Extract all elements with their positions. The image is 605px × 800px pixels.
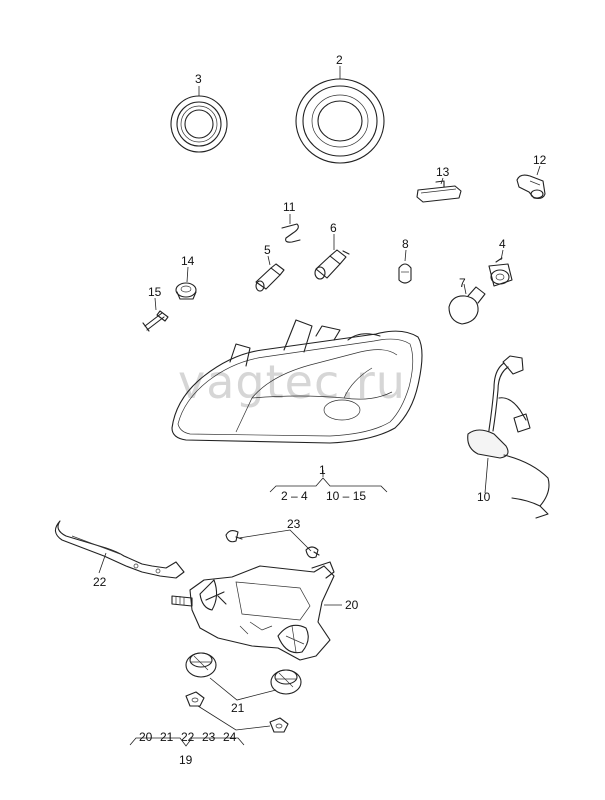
label-6[interactable]: 6 [330,221,337,235]
part-4-socket[interactable] [488,257,513,287]
part-21-bulb-holders[interactable] [185,652,302,695]
group-1-range-b: 10 – 15 [326,489,366,503]
label-21[interactable]: 21 [231,701,245,715]
label-12[interactable]: 12 [533,153,547,167]
group-19-item-20: 20 [139,730,153,744]
label-2[interactable]: 2 [336,53,343,67]
label-4[interactable]: 4 [499,237,506,251]
part-12-bulb-holder[interactable] [516,174,546,200]
part-13-side-marker[interactable] [416,180,462,203]
label-15[interactable]: 15 [148,285,162,299]
label-14[interactable]: 14 [181,254,195,268]
label-20[interactable]: 20 [345,598,359,612]
group-19-item-21: 21 [160,730,174,744]
part-20-lamp-housing[interactable] [171,561,335,661]
group-1-range-a: 2 – 4 [281,489,308,503]
part-7-indicator-bulb[interactable] [448,286,486,325]
label-19[interactable]: 19 [179,753,193,767]
label-1[interactable]: 1 [319,463,326,477]
label-7[interactable]: 7 [459,276,466,290]
part-1-headlight-assembly[interactable] [171,319,423,444]
part-2-cover-cap-large[interactable] [295,78,385,164]
part-15-adjusting-screw[interactable] [142,310,169,332]
part-10-wiring-harness[interactable] [467,355,550,519]
label-13[interactable]: 13 [436,165,450,179]
watermark: vagtec.ru [178,355,406,409]
group-19-item-24: 24 [223,730,237,744]
label-11[interactable]: 11 [283,200,296,214]
label-3[interactable]: 3 [195,72,202,86]
part-6-halogen-bulb[interactable] [314,249,350,280]
part-3-cover-cap[interactable] [170,95,228,153]
part-24-nuts[interactable] [185,691,289,733]
group-19-item-22: 22 [181,730,195,744]
label-22[interactable]: 22 [93,575,107,589]
group-19-item-23: 23 [202,730,216,744]
label-8[interactable]: 8 [402,237,409,251]
label-10[interactable]: 10 [477,490,491,504]
part-5-bulb-socket[interactable] [255,263,285,292]
part-11-spring-clip[interactable] [281,223,301,243]
part-23-screws[interactable] [225,529,320,559]
part-14-grommet[interactable] [175,282,197,300]
part-8-wedge-bulb[interactable] [398,263,412,284]
label-5[interactable]: 5 [264,243,271,257]
part-22-bracket[interactable] [54,520,185,579]
label-23[interactable]: 23 [287,517,301,531]
